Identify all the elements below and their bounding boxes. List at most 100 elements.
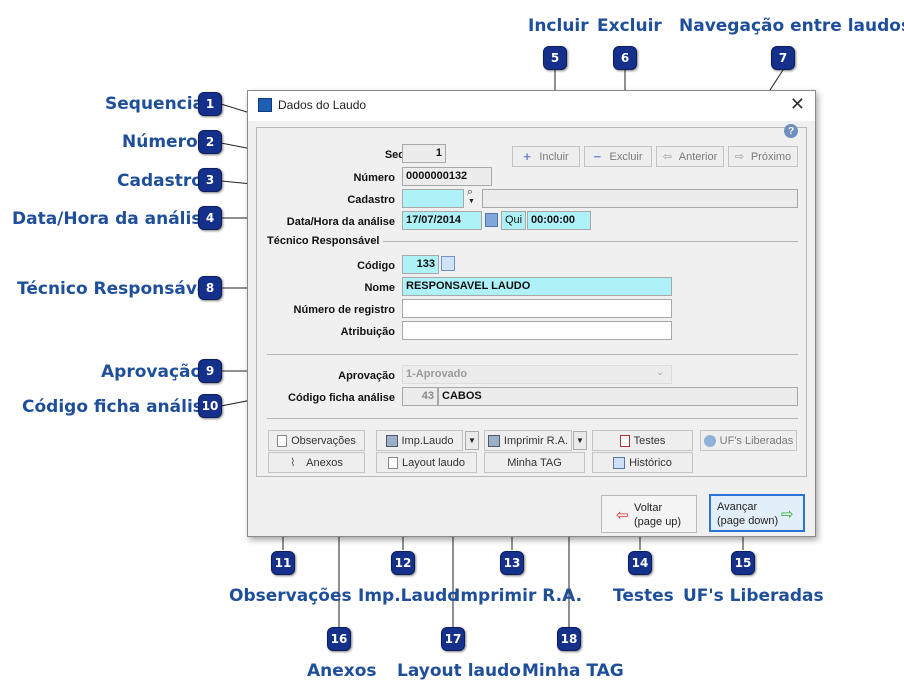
lookup-icon[interactable] xyxy=(441,256,455,271)
callout-label-aprovacao: Aprovação xyxy=(101,362,203,382)
cadastro-desc-field xyxy=(482,189,798,208)
minus-icon: − xyxy=(593,148,602,164)
imprimir-ra-button[interactable]: Imprimir R.A. xyxy=(484,430,572,451)
imp-laudo-button[interactable]: Imp.Laudo xyxy=(376,430,463,451)
numero-label: Número xyxy=(353,172,395,184)
callout-badge-17: 17 xyxy=(441,627,465,651)
close-icon[interactable]: ✕ xyxy=(789,94,805,115)
numero-field[interactable]: 0000000132 xyxy=(402,167,492,186)
printer-icon xyxy=(385,434,398,447)
aprovacao-label: Aprovação xyxy=(338,370,395,382)
actions-separator xyxy=(267,418,798,419)
weekday-field: Qui xyxy=(501,211,526,230)
callout-badge-14: 14 xyxy=(628,551,652,575)
anterior-button[interactable]: ⇦ Anterior xyxy=(656,146,724,167)
callout-label-imprimir-ra: Imprimir R.A. xyxy=(454,586,583,606)
callout-label-sequencia: Sequencia xyxy=(105,94,205,114)
document-icon xyxy=(277,434,288,447)
plus-icon: + xyxy=(523,148,531,164)
tecnico-section-title: Técnico Responsável xyxy=(264,235,383,247)
hora-field[interactable]: 00:00:00 xyxy=(527,211,591,230)
callout-label-anexos: Anexos xyxy=(307,661,377,681)
aprovacao-select[interactable]: 1-Aprovado xyxy=(402,365,672,384)
nome-label: Nome xyxy=(364,282,395,294)
callout-label-excluir: Excluir xyxy=(597,16,662,36)
anexos-label: Anexos xyxy=(306,456,343,469)
testes-button[interactable]: Testes xyxy=(592,430,693,451)
voltar-button[interactable]: ⇦ Voltar (page up) xyxy=(601,495,697,533)
atribuicao-label: Atribuição xyxy=(340,326,395,338)
callout-badge-3: 3 xyxy=(198,168,222,192)
proximo-button[interactable]: ⇨ Próximo xyxy=(728,146,798,167)
callout-badge-15: 15 xyxy=(731,551,755,575)
codigo-field[interactable]: 133 xyxy=(402,255,439,274)
avancar-button[interactable]: Avançar (page down) ⇨ xyxy=(709,494,805,532)
minha-tag-label: Minha TAG xyxy=(507,456,562,469)
callout-label-numero: Número xyxy=(122,132,198,152)
paperclip-icon: ⌇ xyxy=(290,456,296,469)
callout-badge-9: 9 xyxy=(198,359,222,383)
imprimir-ra-label: Imprimir R.A. xyxy=(503,434,569,447)
ufs-liberadas-button[interactable]: UF's Liberadas xyxy=(700,430,797,451)
callout-badge-8: 8 xyxy=(198,276,222,300)
excluir-button[interactable]: − Excluir xyxy=(584,146,652,167)
title-bar: Dados do Laudo ✕ xyxy=(248,91,815,121)
datahora-label: Data/Hora da análise xyxy=(286,216,395,228)
layout-laudo-label: Layout laudo xyxy=(402,456,465,469)
callout-badge-5: 5 xyxy=(543,46,567,70)
dados-do-laudo-window: Dados do Laudo ✕ ? Seq 1 + Incluir − Exc… xyxy=(247,90,816,537)
callout-label-data-hora: Data/Hora da análise xyxy=(12,209,213,229)
proximo-label: Próximo xyxy=(750,150,792,163)
ficha-label: Código ficha análise xyxy=(288,392,395,404)
callout-label-ufs-liberadas: UF's Liberadas xyxy=(683,586,824,606)
document-icon xyxy=(388,456,398,469)
anexos-button[interactable]: ⌇ Anexos xyxy=(268,452,365,473)
avancar-label: Avançar xyxy=(717,501,758,513)
callout-badge-10: 10 xyxy=(198,394,222,418)
callout-label-minha-tag: Minha TAG xyxy=(522,661,624,681)
callout-label-testes: Testes xyxy=(613,586,674,606)
minha-tag-button[interactable]: Minha TAG xyxy=(484,452,585,473)
ficha-code-field[interactable]: 43 xyxy=(402,387,438,406)
calendar-icon[interactable] xyxy=(485,213,498,227)
callout-badge-7: 7 xyxy=(771,46,795,70)
layout-laudo-button[interactable]: Layout laudo xyxy=(376,452,477,473)
callout-label-codigo-ficha: Código ficha análise xyxy=(22,397,215,417)
atribuicao-field[interactable] xyxy=(402,321,672,340)
search-icon[interactable]: ⌕ xyxy=(467,186,474,198)
dropdown-chevron-icon[interactable]: ⌄ xyxy=(656,367,665,378)
observacoes-button[interactable]: Observações xyxy=(268,430,365,451)
avancar-shortcut: (page down) xyxy=(717,515,779,527)
help-icon[interactable]: ? xyxy=(784,124,798,138)
nome-field[interactable]: RESPONSAVEL LAUDO xyxy=(402,277,672,296)
imprimir-ra-dropdown-icon[interactable]: ▼ xyxy=(573,431,587,450)
historico-button[interactable]: Histórico xyxy=(592,452,693,473)
callout-label-imp-laudo: Imp.Laudo xyxy=(358,586,459,606)
form-panel: ? Seq 1 + Incluir − Excluir ⇦ Anterior ⇨… xyxy=(256,124,807,477)
anterior-label: Anterior xyxy=(678,150,718,163)
seq-field[interactable]: 1 xyxy=(402,144,446,163)
callout-badge-13: 13 xyxy=(500,551,524,575)
arrow-right-green-icon: ⇨ xyxy=(781,505,794,523)
cadastro-field[interactable] xyxy=(402,189,464,208)
arrow-left-red-icon: ⇦ xyxy=(616,506,629,524)
seq-label: Seq xyxy=(384,149,405,161)
testes-label: Testes xyxy=(633,434,666,447)
registro-label: Número de registro xyxy=(293,304,395,316)
chevron-down-icon[interactable]: ▼ xyxy=(468,198,475,205)
voltar-label: Voltar xyxy=(634,502,663,514)
callout-label-layout-laudo: Layout laudo xyxy=(397,661,521,681)
data-field[interactable]: 17/07/2014 xyxy=(402,211,482,230)
imp-laudo-dropdown-icon[interactable]: ▼ xyxy=(465,431,479,450)
callout-label-cadastro: Cadastro xyxy=(117,171,203,191)
window-title: Dados do Laudo xyxy=(278,98,367,112)
callout-badge-2: 2 xyxy=(198,130,222,154)
ufs-liberadas-label: UF's Liberadas xyxy=(719,434,794,447)
callout-label-navegacao: Navegação entre laudos xyxy=(679,16,904,36)
registro-field[interactable] xyxy=(402,299,672,318)
incluir-button[interactable]: + Incluir xyxy=(512,146,580,167)
callout-badge-4: 4 xyxy=(198,206,222,230)
historico-label: Histórico xyxy=(629,456,672,469)
callout-badge-1: 1 xyxy=(198,92,222,116)
imp-laudo-label: Imp.Laudo xyxy=(401,434,454,447)
